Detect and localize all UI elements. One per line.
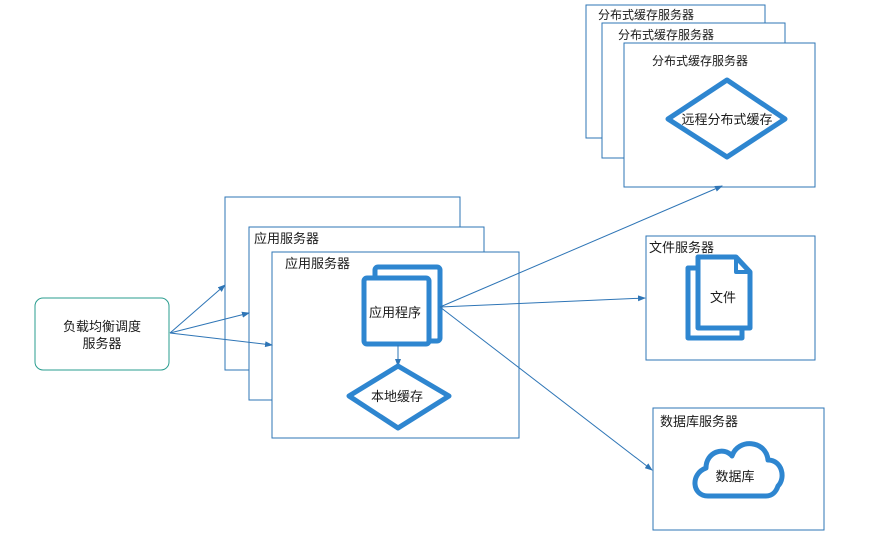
- local-cache-label: 本地缓存: [371, 390, 423, 405]
- db-label: 数据库: [715, 469, 754, 485]
- document-stack-icon: [685, 254, 753, 341]
- load-balancer-label-line1: 负载均衡调度: [63, 319, 141, 335]
- app-to-cache-server-arrow: [439, 185, 723, 308]
- remote-cache-label: 远程分布式缓存: [681, 113, 772, 128]
- load-balancer-box: [34, 297, 170, 371]
- cache-server-stack: 分布式缓存服务器 分布式缓存服务器 分布式缓存服务器 远程分布式缓存: [585, 4, 816, 188]
- lb-to-app-server-back-arrow: [169, 284, 226, 334]
- lb-to-app-server-middle-arrow: [169, 311, 250, 334]
- load-balancer-label-line2: 服务器: [82, 336, 121, 352]
- window-stack-icon: [361, 264, 443, 347]
- cache-server-back-label: 分布式缓存服务器: [598, 7, 694, 22]
- cache-server-front-label: 分布式缓存服务器: [652, 53, 748, 68]
- app-server-middle-label: 应用服务器: [254, 231, 319, 247]
- file-server: 文件服务器 文件: [645, 235, 816, 361]
- cloud-icon: [692, 441, 785, 499]
- app-to-db-server-arrow: [439, 306, 653, 471]
- db-server: 数据库服务器 数据库: [652, 407, 825, 531]
- db-server-title: 数据库服务器: [660, 414, 738, 430]
- app-server-front-label: 应用服务器: [285, 256, 350, 272]
- lb-to-app-server-front-arrow: [169, 332, 273, 348]
- diamond-icon: [665, 77, 788, 160]
- diamond-icon: [346, 363, 452, 431]
- file-server-title: 文件服务器: [649, 240, 714, 256]
- app-server-stack: 应用服务器 应用服务器 应用程序 本地缓存: [224, 196, 520, 439]
- load-balancer: 负载均衡调度 服务器: [34, 297, 170, 371]
- cache-server-middle-label: 分布式缓存服务器: [618, 27, 714, 42]
- app-to-file-server-arrow: [439, 295, 646, 308]
- app-program-label: 应用程序: [369, 305, 421, 321]
- file-label: 文件: [710, 291, 736, 306]
